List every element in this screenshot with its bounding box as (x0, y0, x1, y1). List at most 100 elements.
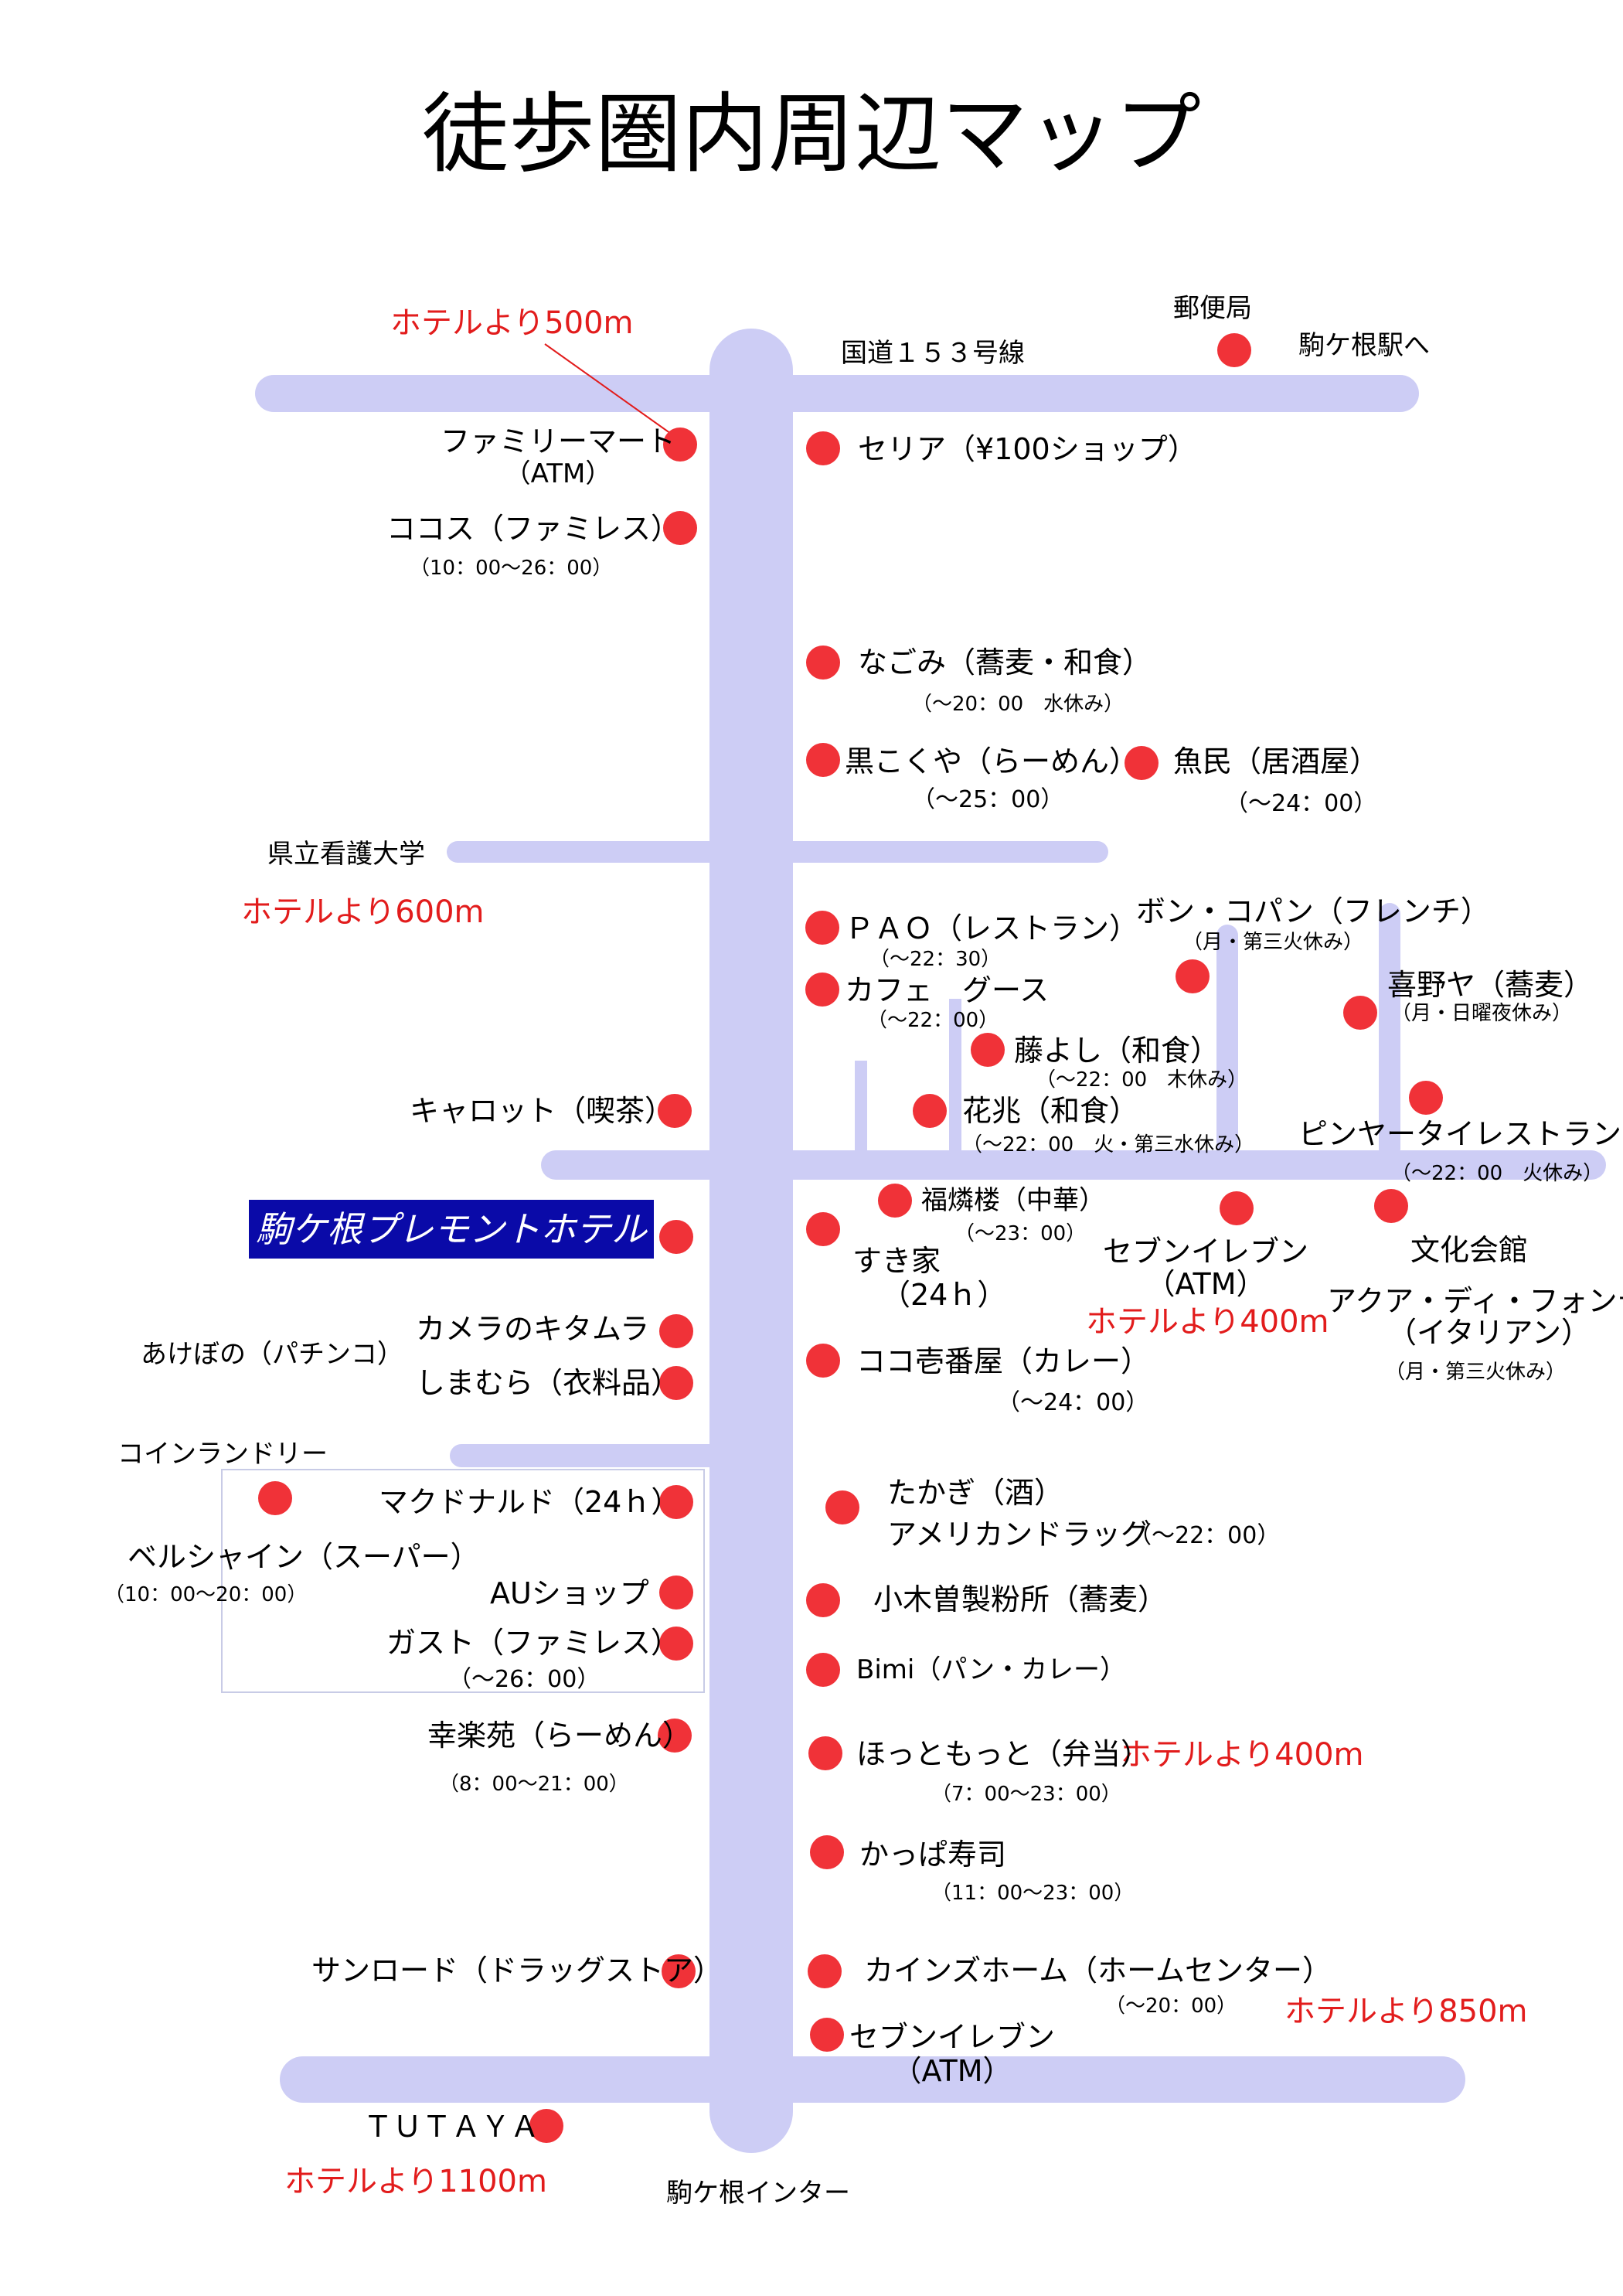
side-street-3 (1216, 925, 1238, 1160)
label-american-hours: （～22：00） (1128, 1522, 1281, 1549)
label-pao-hours: （～22：30） (869, 948, 1002, 971)
marker-ogiso[interactable] (806, 1583, 840, 1617)
interchange-label: 駒ケ根インター (666, 2178, 850, 2209)
label-fujiyoshi-hours: （～22：00 木休み） (1036, 1068, 1248, 1092)
label-gusto: ガスト（ファミレス） (386, 1626, 681, 1660)
marker-seria[interactable] (806, 431, 840, 465)
route-153-label: 国道１５３号線 (841, 338, 1025, 369)
university-road (447, 841, 1108, 863)
marker-bunka[interactable] (1374, 1189, 1408, 1223)
marker-nagomi[interactable] (806, 646, 840, 680)
distance-850m: ホテルより850m (1284, 1994, 1528, 2029)
map-title: 徒歩圏内周辺マップ (422, 84, 1201, 185)
label-acqua: アクア・ディ・フォンテ (1327, 1284, 1623, 1318)
marker-cocos[interactable] (663, 511, 697, 545)
label-kappa-hours: （11：00～23：00） (931, 1882, 1135, 1905)
label-kurokokuya-hours: （～25：00） (912, 786, 1064, 813)
label-familymart-atm: （ATM） (504, 458, 612, 489)
label-nagomi-hours: （～20：00 水休み） (912, 693, 1125, 716)
label-pao: ＰＡＯ（レストラン） (845, 911, 1139, 945)
laundry-label: コインランドリー (117, 1439, 328, 1470)
distance-600m: ホテルより600m (241, 894, 485, 930)
marker-kitamura[interactable] (659, 1314, 693, 1348)
label-kinoya-closed: （月・日曜夜休み） (1391, 1002, 1573, 1025)
marker-hotel[interactable] (659, 1220, 693, 1254)
label-sukiya-hours: （24ｈ） (881, 1278, 1007, 1312)
marker-cocoichi[interactable] (806, 1344, 840, 1378)
label-pinya: ピンヤータイレストラン (1298, 1117, 1622, 1151)
label-seven1: セブンイレブン (1102, 1235, 1309, 1269)
marker-post-office[interactable] (1217, 333, 1251, 367)
marker-pao[interactable] (805, 911, 839, 945)
marker-takagi[interactable] (825, 1490, 859, 1524)
marker-kourakuen[interactable] (658, 1719, 692, 1753)
marker-bon-copain[interactable] (1176, 959, 1210, 993)
marker-seven2[interactable] (810, 2018, 844, 2052)
side-street-4 (1379, 903, 1400, 1160)
marker-bimi[interactable] (806, 1653, 840, 1687)
east-road (541, 1150, 1606, 1180)
marker-pinya[interactable] (1409, 1081, 1443, 1115)
label-bellshine: ベルシャイン（スーパー） (128, 1540, 480, 1574)
label-bon-copain: ボン・コパン（フレンチ） (1136, 894, 1490, 928)
label-bunka: 文化会館 (1410, 1233, 1529, 1267)
label-bellshine-hours: （10：00～20：00） (104, 1583, 308, 1606)
marker-mcdonalds[interactable] (659, 1485, 693, 1519)
marker-familymart[interactable] (663, 428, 697, 462)
marker-uotami[interactable] (1125, 746, 1159, 780)
marker-kinoya[interactable] (1343, 996, 1377, 1030)
marker-kappa[interactable] (810, 1835, 844, 1869)
label-american: アメリカンドラッグ (887, 1518, 1151, 1552)
label-bon-copain-closed: （月・第三火休み） (1182, 931, 1364, 954)
label-uotami-hours: （～24：00） (1225, 790, 1377, 817)
marker-bellshine[interactable] (258, 1481, 292, 1515)
label-cainz: カインズホーム（ホームセンター） (864, 1954, 1332, 1988)
distance-500m: ホテルより500m (390, 305, 634, 341)
label-cafe-goose-hours: （～22：00） (867, 1009, 999, 1032)
marker-cainz[interactable] (808, 1954, 842, 1988)
label-fukurinrou: 福燐楼（中華） (921, 1185, 1105, 1216)
marker-au[interactable] (659, 1576, 693, 1610)
label-kacho: 花兆（和食） (962, 1094, 1139, 1128)
label-fukurinrou-hours: （～23：00） (954, 1222, 1087, 1245)
marker-seven1[interactable] (1220, 1191, 1254, 1225)
label-kinoya: 喜野ヤ（蕎麦） (1387, 968, 1594, 1002)
marker-shimamura[interactable] (659, 1366, 693, 1400)
marker-fukurinrou[interactable] (878, 1184, 912, 1218)
marker-sukiya[interactable] (806, 1212, 840, 1246)
label-mcdonalds: マクドナルド（24ｈ） (379, 1485, 681, 1519)
label-cocos: ココス（ファミレス） (386, 512, 681, 546)
marker-sunroad[interactable] (662, 1954, 696, 1988)
label-takagi: たかぎ（酒） (887, 1476, 1064, 1510)
marker-hotmotto[interactable] (808, 1736, 842, 1770)
label-tutaya: ＴＵＴＡＹＡ (363, 2110, 540, 2144)
marker-fujiyoshi[interactable] (971, 1033, 1005, 1067)
label-kourakuen-hours: （8：00～21：00） (439, 1773, 629, 1796)
label-familymart: ファミリーマート (440, 424, 676, 458)
side-street-1 (855, 1061, 867, 1160)
label-seven2: セブンイレブン (849, 2020, 1056, 2054)
label-ogiso: 小木曽製粉所（蕎麦） (873, 1582, 1168, 1616)
marker-carrot[interactable] (658, 1094, 692, 1128)
marker-tutaya[interactable] (529, 2109, 563, 2143)
marker-cafe-goose[interactable] (805, 973, 839, 1007)
distance-400m-hotmotto: ホテルより400m (1121, 1737, 1364, 1773)
label-seven2-atm: （ATM） (892, 2054, 1012, 2088)
label-au: AUショップ (490, 1576, 649, 1610)
label-seven1-atm: （ATM） (1145, 1267, 1266, 1301)
label-sukiya: すき家 (852, 1244, 941, 1278)
marker-kacho[interactable] (913, 1094, 947, 1128)
label-acqua-closed: （月・第三火休み） (1385, 1361, 1567, 1384)
distance-400m-seven: ホテルより400m (1086, 1304, 1329, 1340)
side-street-2 (949, 999, 961, 1160)
label-cocos-hours: （10：00～26：00） (410, 557, 613, 580)
label-bimi: Bimi（パン・カレー） (856, 1654, 1127, 1685)
marker-kurokokuya[interactable] (806, 743, 840, 777)
distance-1100m: ホテルより1100m (284, 2164, 547, 2199)
marker-gusto[interactable] (659, 1627, 693, 1661)
label-kacho-hours: （～22：00 火・第三水休み） (962, 1133, 1255, 1157)
label-nagomi: なごみ（蕎麦・和食） (858, 646, 1152, 680)
pachinko-label: あけぼの（パチンコ） (141, 1339, 403, 1370)
